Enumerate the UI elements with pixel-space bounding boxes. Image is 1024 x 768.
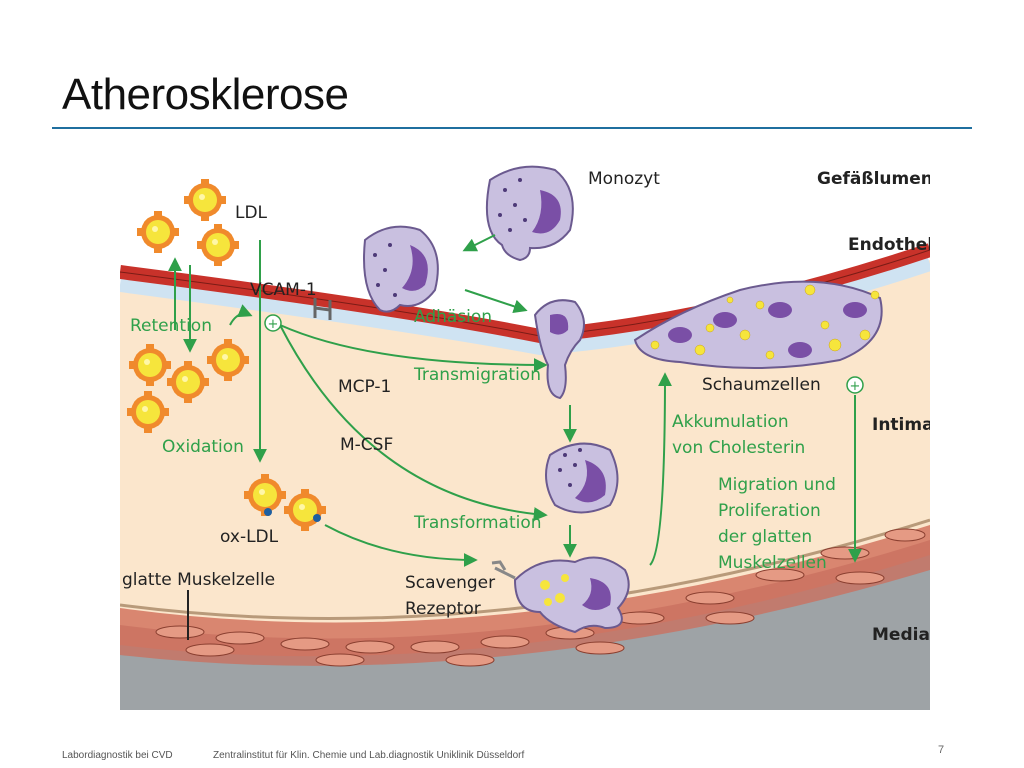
- label-scavenger-2: Rezeptor: [405, 599, 481, 619]
- adhaesion-monozyt: [363, 225, 439, 313]
- label-scavenger-1: Scavenger: [405, 573, 495, 593]
- plus-marker-vcam: +: [264, 314, 282, 332]
- pathway-arrows: [168, 234, 862, 567]
- label-migration-3: der glatten: [718, 527, 812, 547]
- label-monozyt: Monozyt: [588, 169, 660, 189]
- page-number: 7: [938, 744, 945, 756]
- label-akkumulation-1: Akkumulation: [672, 412, 789, 432]
- footer-center: Zentralinstitut für Klin. Chemie und Lab…: [213, 750, 525, 761]
- label-migration-4: Muskelzellen: [718, 553, 827, 573]
- transmigration-monozyt: [533, 299, 585, 400]
- footer-left: Labordiagnostik bei CVD: [62, 750, 173, 761]
- label-schaumzellen: Schaumzellen: [702, 375, 821, 395]
- label-oxidation: Oxidation: [162, 437, 244, 457]
- adventitia-layer: [120, 540, 930, 710]
- label-mcsf: M-CSF: [340, 435, 393, 455]
- intima-monozyt: [545, 442, 619, 514]
- label-intima: Intima: [872, 415, 930, 435]
- label-migration-2: Proliferation: [718, 501, 821, 521]
- scavenger-rezeptor-icon: [491, 560, 516, 580]
- elastic-lamina: [120, 518, 930, 621]
- label-migration-1: Migration und: [718, 475, 836, 495]
- label-transformation: Transformation: [413, 513, 542, 533]
- slide-title: Atherosklerose: [62, 70, 349, 119]
- diagram-canvas: + + LDL Monozyt Gefäßlumen Endothel VCAM…: [120, 165, 930, 710]
- monozyt-cell: [485, 165, 574, 262]
- muscle-cells: [155, 528, 926, 667]
- plus-marker-migration: +: [846, 376, 864, 394]
- label-adhaesion: Adhäsion: [414, 307, 492, 327]
- label-gefaesslumen: Gefäßlumen: [817, 169, 930, 189]
- label-endothel: Endothel: [848, 235, 930, 255]
- label-vcam: VCAM-1: [250, 280, 317, 300]
- label-media: Media: [872, 625, 930, 645]
- svg-text:+: +: [850, 379, 861, 394]
- label-glatte-muskelzelle: glatte Muskelzelle: [122, 570, 275, 590]
- makrophage: [491, 556, 630, 634]
- label-oxldl: ox-LDL: [220, 527, 279, 547]
- label-ldl: LDL: [235, 203, 268, 223]
- label-retention: Retention: [130, 316, 212, 336]
- svg-text:+: +: [268, 317, 279, 332]
- schaumzellen-cluster: [633, 280, 883, 370]
- label-transmigration: Transmigration: [413, 365, 541, 385]
- vcam-receptor: [313, 298, 332, 320]
- label-mcp: MCP-1: [338, 377, 391, 397]
- atherosclerosis-diagram: + + LDL Monozyt Gefäßlumen Endothel VCAM…: [120, 150, 930, 710]
- label-akkumulation-2: von Cholesterin: [672, 438, 805, 458]
- title-divider: [52, 127, 972, 129]
- ox-ldl-particles: [244, 474, 326, 531]
